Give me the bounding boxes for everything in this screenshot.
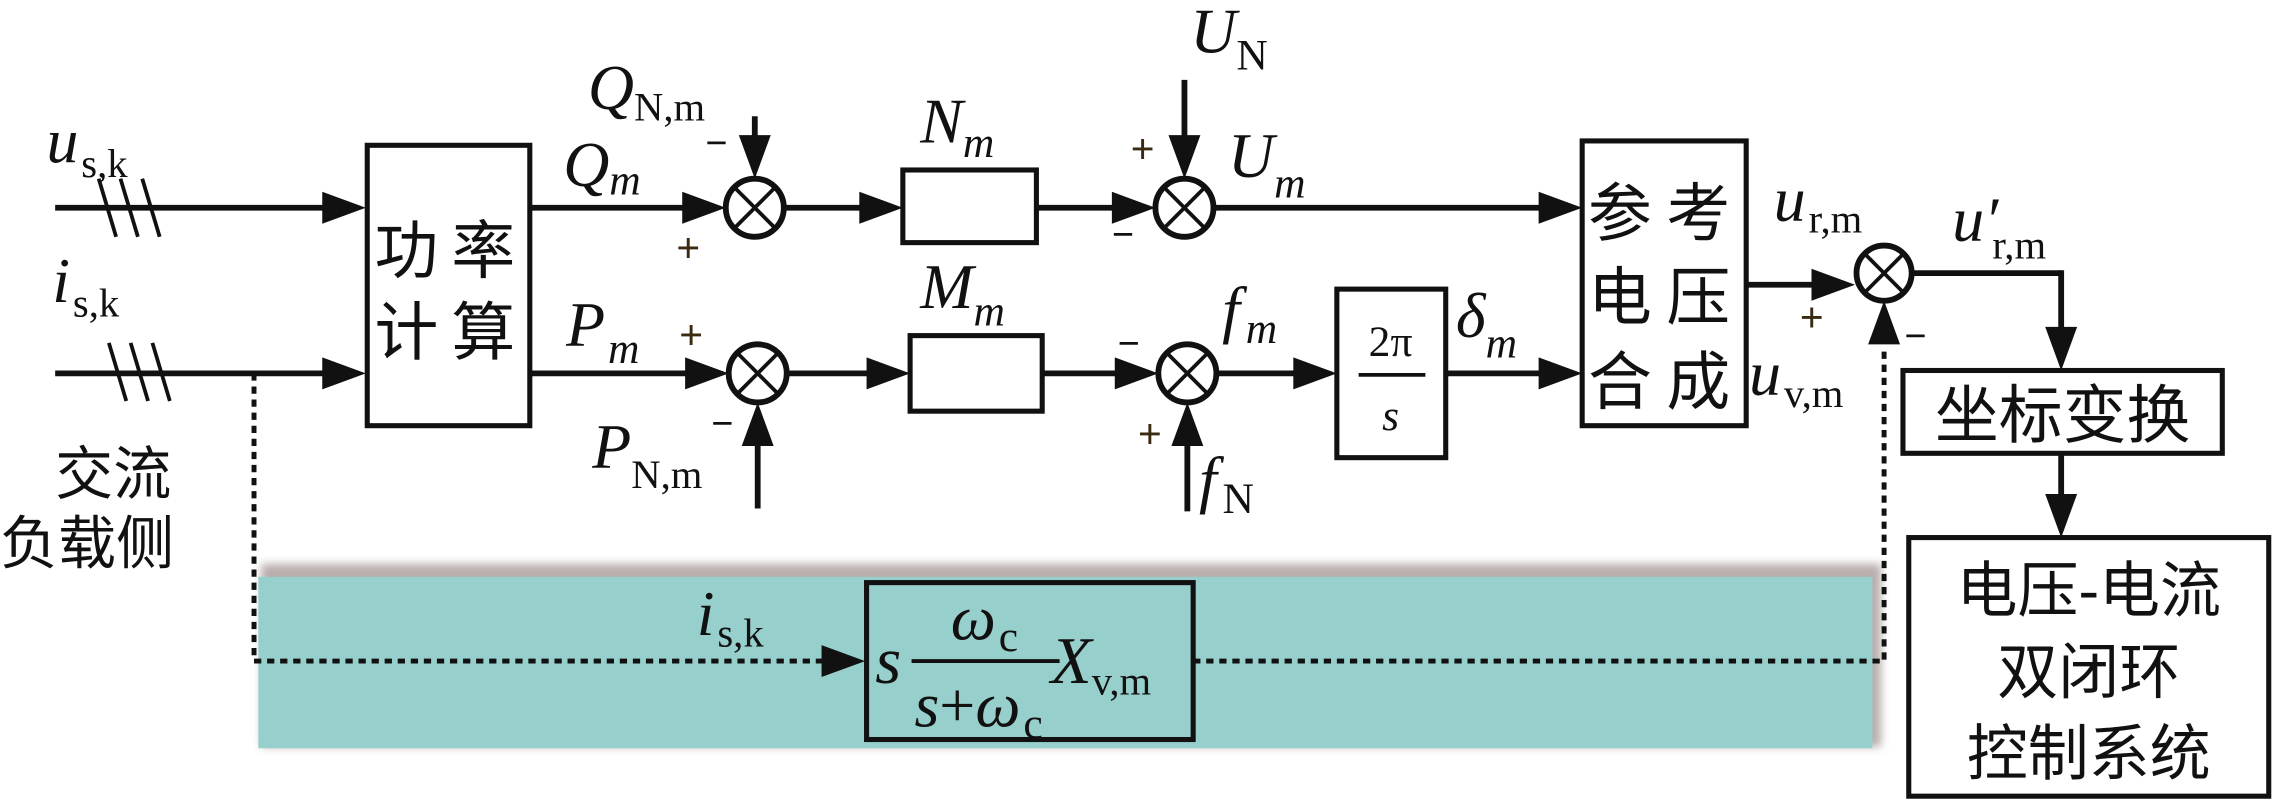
q-summing-junction <box>722 175 787 240</box>
arrow-head-icon <box>866 357 911 390</box>
nm-gain-block <box>900 167 1039 246</box>
ref-voltage-char-1: 参 <box>1588 177 1652 251</box>
un-label: UN <box>1190 0 1268 80</box>
current-feedback-path <box>251 373 831 664</box>
arrow-head-icon <box>1111 191 1156 224</box>
arrow-head-icon <box>859 191 903 224</box>
pm-label: Pm <box>565 289 639 373</box>
f-junction-plus: + <box>1138 410 1162 456</box>
q-junction-minus: − <box>705 121 727 163</box>
three-phase-hatch-icon <box>96 178 162 238</box>
mm-label: Mm <box>919 251 1005 335</box>
arrow-head-icon <box>2045 493 2078 538</box>
dual-loop-label-3: 控制系统 <box>1967 718 2211 789</box>
output-junction-minus: − <box>1904 315 1926 357</box>
power-calc-char-1: 功 <box>374 215 438 289</box>
arrow-head-icon <box>1868 300 1901 345</box>
three-phase-hatch-icon <box>107 342 172 402</box>
qnm-label: QN,m <box>588 52 705 130</box>
p-junction-plus: + <box>679 312 703 358</box>
arrow-head-icon <box>322 357 366 390</box>
ref-voltage-char-3: 电 <box>1588 262 1652 336</box>
virtual-impedance-block: s ωc s+ωc Xv,m <box>864 580 1196 748</box>
nm-label: Nm <box>919 85 994 167</box>
ref-voltage-char-5: 合 <box>1588 346 1652 420</box>
arrow-head-icon <box>682 191 726 224</box>
dual-loop-label-2: 双闭环 <box>1997 637 2180 708</box>
ref-voltage-char-2: 考 <box>1666 177 1730 251</box>
arrow-head-icon <box>741 402 774 447</box>
vi-numerator: ωc <box>951 582 1018 661</box>
arrow-head-icon <box>738 135 771 179</box>
arrow-head-icon <box>821 645 866 678</box>
reference-voltage-synthesis-block: 参 考 电 压 合 成 <box>1579 138 1749 429</box>
integrator-numerator: 2π <box>1369 318 1413 366</box>
qm-label: Qm <box>563 129 641 205</box>
power-calc-char-2: 率 <box>451 215 515 289</box>
um-label: Um <box>1228 120 1306 207</box>
u-summing-junction <box>1152 175 1217 240</box>
ur-m-prime-label: u′r,m <box>1952 184 2046 267</box>
delta-m-label: δm <box>1456 280 1517 367</box>
integrator-block: 2π s <box>1334 286 1449 461</box>
arrow-head-icon <box>685 357 729 390</box>
arrow-head-icon <box>1811 268 1856 301</box>
vi-tail: Xv,m <box>1048 624 1151 704</box>
vi-denominator: s+ωc <box>914 669 1042 748</box>
f-summing-junction <box>1155 341 1220 406</box>
u-junction-minus: − <box>1112 213 1134 255</box>
vi-lead-s: s <box>875 624 901 698</box>
power-calc-char-4: 算 <box>451 296 515 370</box>
arrow-head-icon <box>1293 357 1337 390</box>
ac-load-side-label-1: 交流 <box>55 440 171 508</box>
arrow-head-icon <box>1168 135 1201 179</box>
q-junction-plus: + <box>676 225 700 271</box>
power-calc-char-3: 计 <box>374 296 438 370</box>
arrow-head-icon <box>322 191 366 224</box>
integrator-denominator: s <box>1382 392 1399 440</box>
power-calc-box <box>364 142 533 429</box>
pnm-label: PN,m <box>591 411 702 497</box>
arrow-head-icon <box>1538 191 1583 224</box>
f-junction-minus: − <box>1118 322 1140 364</box>
power-calculation-block: 功 率 计 算 <box>364 142 533 429</box>
ref-voltage-char-6: 成 <box>1666 346 1730 420</box>
output-junction-plus: + <box>1800 294 1824 340</box>
dual-loop-control-block <box>1906 535 2272 799</box>
arrow-head-icon <box>2045 326 2078 371</box>
dual-loop-label-1: 电压-电流 <box>1957 556 2221 627</box>
coordinate-transform-label: 坐标变换 <box>1935 379 2190 453</box>
p-junction-minus: − <box>711 402 733 444</box>
output-summing-junction <box>1853 242 1915 304</box>
arrow-head-icon <box>1114 357 1159 390</box>
p-summing-junction <box>725 341 790 406</box>
ref-voltage-char-4: 压 <box>1666 262 1730 336</box>
arrow-head-icon <box>1171 402 1204 447</box>
ac-load-side-label-2: 负载侧 <box>0 510 174 578</box>
u-junction-plus: + <box>1131 126 1155 172</box>
arrow-head-icon <box>1538 357 1583 390</box>
mm-gain-block <box>907 333 1045 414</box>
